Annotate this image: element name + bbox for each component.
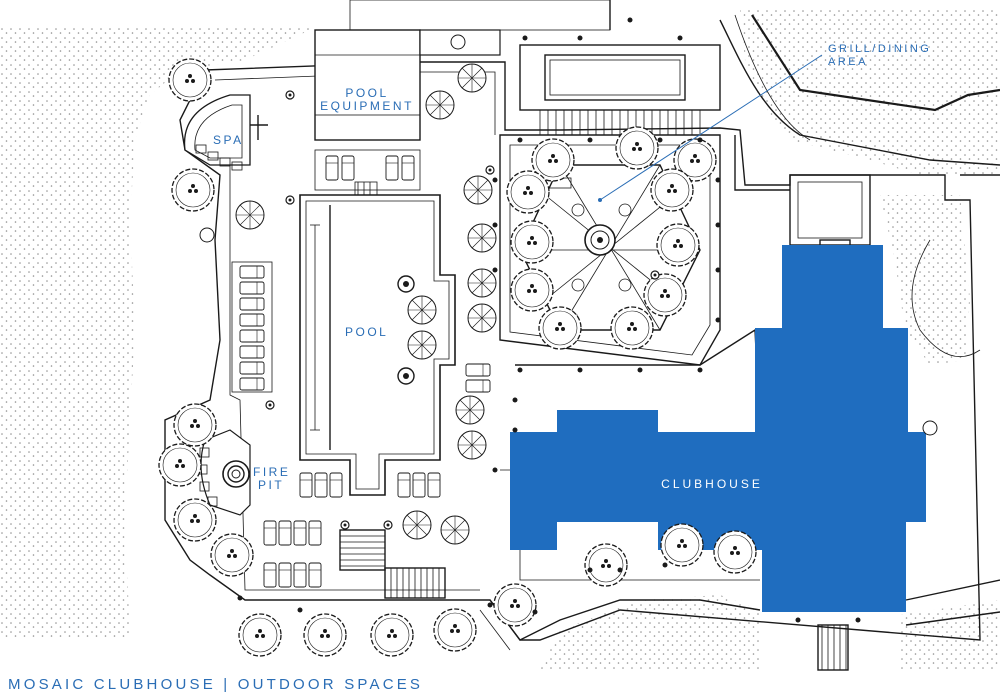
caption-subtitle: OUTDOOR SPACES <box>237 676 424 693</box>
fixture-dots <box>237 17 861 623</box>
grill-dining-label-line2: AREA <box>828 56 868 68</box>
clubhouse-building <box>510 245 926 612</box>
grill-dining-leader <box>599 54 823 201</box>
entry-walk <box>817 624 849 671</box>
landscape-east <box>880 195 970 365</box>
caption-separator: | <box>223 676 231 693</box>
pool-equipment-building <box>314 29 421 141</box>
pool-equipment-label-line1: POOL <box>345 86 388 100</box>
pool-label: POOL <box>345 325 388 339</box>
west-lounge-chairs <box>239 265 265 391</box>
landscape-northeast <box>740 10 1000 175</box>
landscape-southeast <box>900 600 1000 670</box>
south-stairs <box>339 529 446 599</box>
road-edge <box>751 14 1000 112</box>
fire-pit <box>222 460 250 488</box>
site-boundary <box>164 61 981 641</box>
spa-label: SPA <box>213 133 244 147</box>
caption: MOSAIC CLUBHOUSE | OUTDOOR SPACES <box>8 676 423 693</box>
parking-markers <box>199 34 938 436</box>
pool <box>299 194 456 496</box>
landscape-south <box>540 595 760 670</box>
service-structure <box>789 174 871 246</box>
clubhouse-label: CLUBHOUSE <box>661 477 763 491</box>
grill-dining-label-line1: GRILL/DINING <box>828 43 931 55</box>
spa-seating <box>195 144 243 171</box>
landscape-west <box>0 25 310 640</box>
pool-equipment-label-line2: EQUIPMENT <box>320 99 414 113</box>
caption-title: MOSAIC CLUBHOUSE <box>8 676 216 693</box>
fire-pit-label-line2: PIT <box>258 478 284 492</box>
spa <box>183 94 251 166</box>
grill-steps <box>539 110 701 135</box>
fire-pit-label-line1: FIRE <box>253 465 290 479</box>
